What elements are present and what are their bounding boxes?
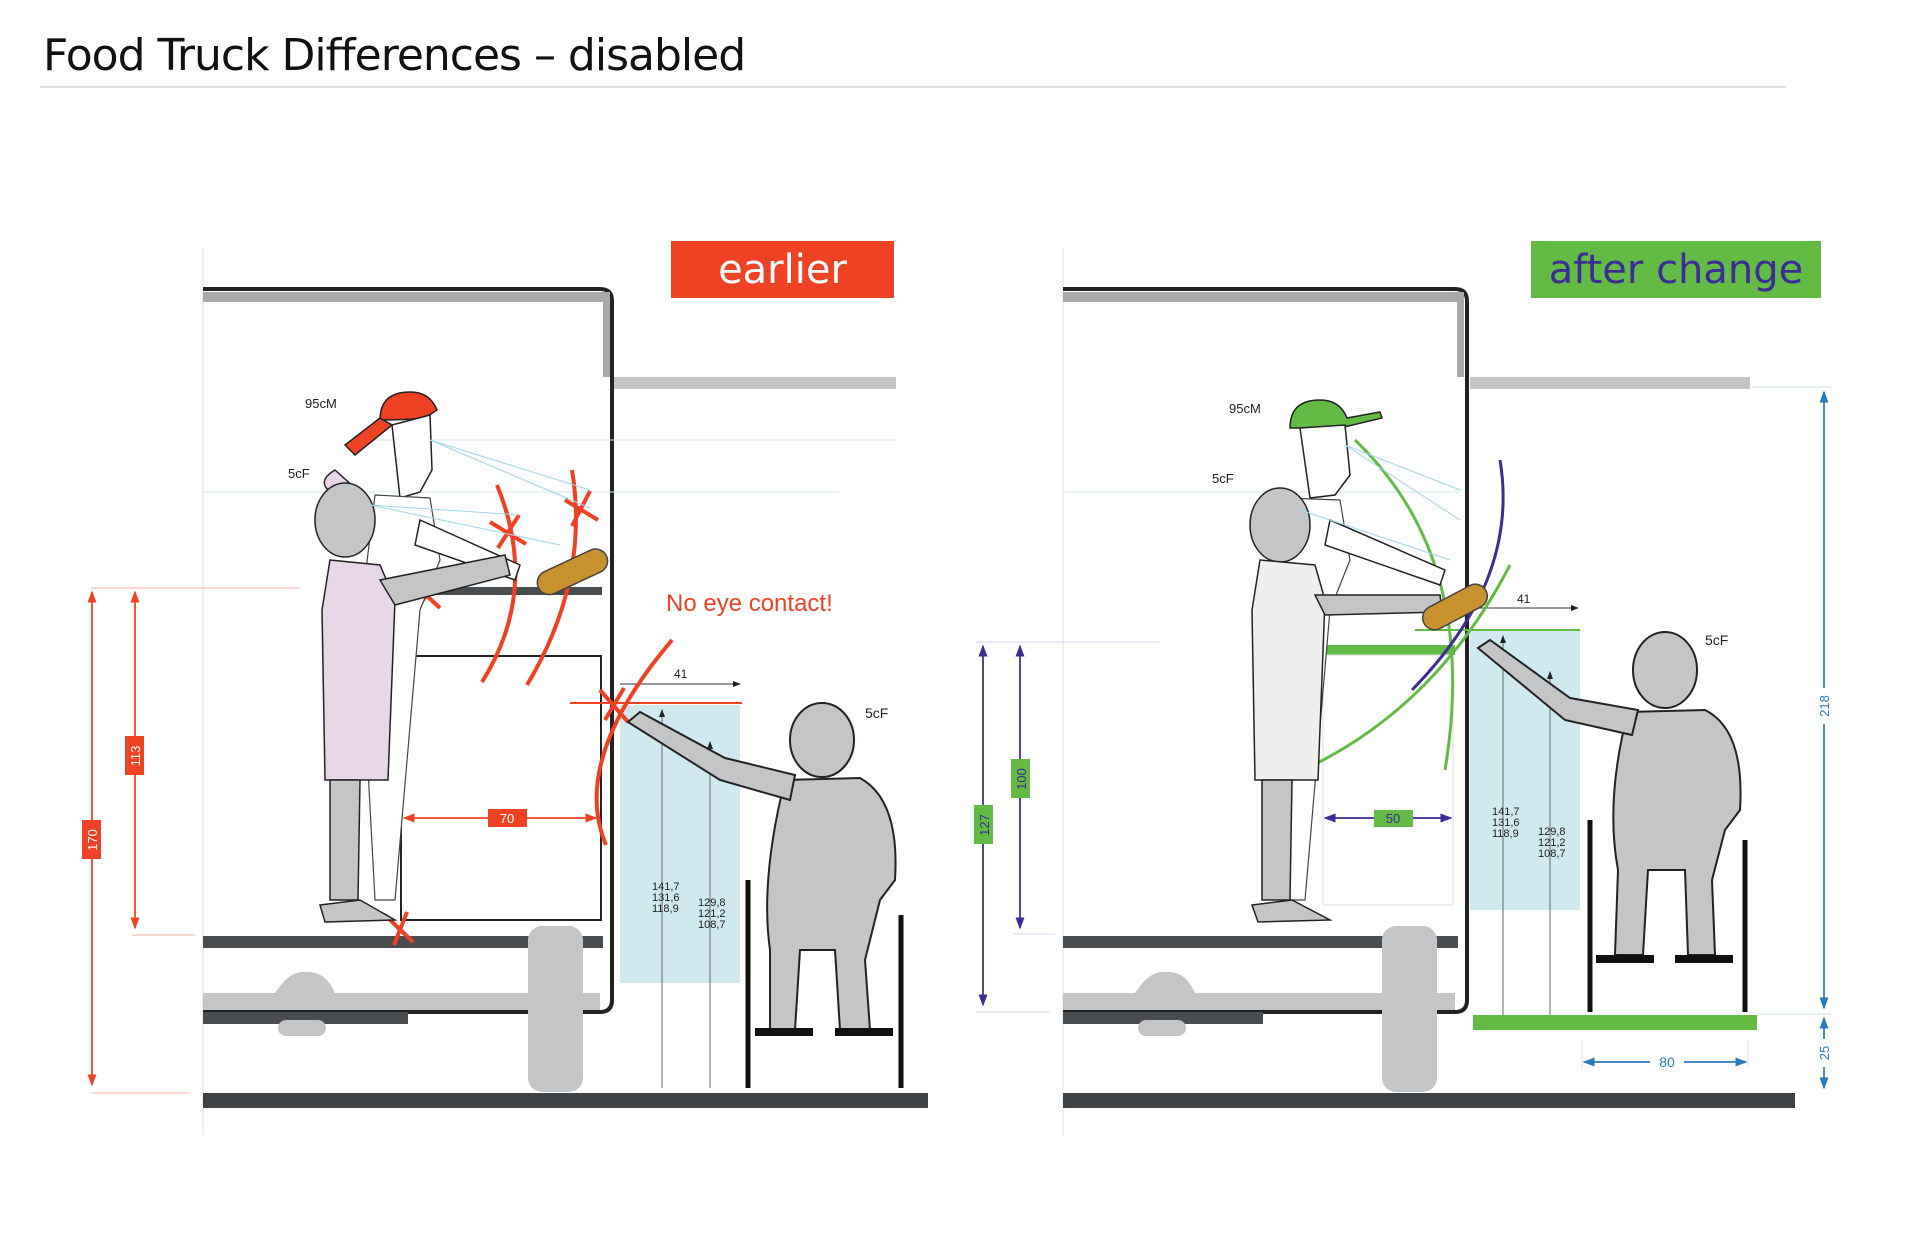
- svg-text:121,2: 121,2: [698, 908, 726, 920]
- title-divider: [40, 86, 1786, 88]
- dimension-170: 170: [82, 587, 300, 1094]
- svg-text:121,2: 121,2: [1538, 837, 1566, 849]
- dimension-25: 25: [1760, 1013, 1833, 1090]
- sight-lines-after: [1299, 444, 1461, 561]
- reach-offset-earlier: 41: [674, 667, 688, 681]
- after-panel: 41 141,7 131,6 118,9 129,8 121,2 108,7 1…: [974, 248, 1833, 1135]
- svg-text:80: 80: [1659, 1054, 1675, 1070]
- dimension-70: 70: [402, 809, 598, 827]
- svg-text:108,7: 108,7: [1538, 848, 1566, 860]
- svg-text:129,8: 129,8: [698, 897, 726, 909]
- svg-text:218: 218: [1817, 695, 1832, 717]
- earlier-panel: 41 141,7 131,6 118,9 129,8 121,2 108,7 1…: [82, 248, 928, 1135]
- svg-text:141,7: 141,7: [1492, 806, 1520, 818]
- truck-body-earlier: [203, 287, 928, 1108]
- wheelchair-user-earlier: [626, 702, 904, 1088]
- dimension-218: 218: [1752, 386, 1833, 1010]
- reach-values-b-after: 129,8 121,2 108,7: [1538, 826, 1566, 860]
- svg-text:70: 70: [500, 811, 514, 826]
- svg-text:131,6: 131,6: [652, 892, 680, 904]
- svg-text:118,9: 118,9: [1492, 828, 1519, 840]
- dimension-50: 50: [1323, 810, 1453, 827]
- figure-label-95cm: 95cM: [305, 396, 337, 411]
- no-eye-contact-warning: No eye contact!: [666, 590, 833, 617]
- svg-text:170: 170: [85, 829, 100, 851]
- reach-values-a-earlier: 141,7 131,6 118,9: [652, 881, 680, 915]
- figure-label-customer-earlier: 5cF: [865, 705, 888, 721]
- svg-text:50: 50: [1386, 811, 1400, 826]
- dimension-127: 127: [974, 641, 1160, 1013]
- worker-5cf-earlier: [314, 469, 511, 923]
- earlier-label: earlier: [671, 241, 894, 298]
- svg-text:25: 25: [1817, 1046, 1832, 1060]
- truck-body-after: [1063, 287, 1795, 1108]
- after-change-label: after change: [1531, 241, 1821, 298]
- reach-offset-after: 41: [1517, 592, 1531, 606]
- wheelchair-user-after: [1476, 631, 1748, 1012]
- svg-text:108,7: 108,7: [698, 919, 726, 931]
- figure-label-95cm-after: 95cM: [1229, 401, 1261, 416]
- figure-label-5cf-after: 5cF: [1212, 471, 1234, 486]
- sight-lines: [369, 439, 591, 546]
- dimension-113: 113: [125, 590, 195, 936]
- lowered-counter: [1323, 645, 1455, 655]
- worker-5cf-after: [1249, 487, 1443, 923]
- dimension-80: 80: [1581, 1040, 1749, 1071]
- svg-text:100: 100: [1014, 768, 1029, 790]
- svg-text:113: 113: [128, 746, 143, 767]
- svg-text:127: 127: [977, 814, 992, 836]
- svg-text:141,7: 141,7: [652, 881, 680, 893]
- page-title: Food Truck Differences – disabled: [43, 30, 746, 81]
- dimension-100: 100: [1011, 644, 1055, 935]
- baguette-icon: [1421, 583, 1489, 631]
- reach-values-b-earlier: 129,8 121,2 108,7: [698, 897, 726, 931]
- baguette-icon: [536, 548, 609, 596]
- svg-text:118,9: 118,9: [652, 903, 679, 915]
- reach-values-a-after: 141,7 131,6 118,9: [1492, 806, 1520, 840]
- svg-text:129,8: 129,8: [1538, 826, 1566, 838]
- raised-platform: [1473, 1015, 1757, 1030]
- figure-label-5cf: 5cF: [288, 466, 310, 481]
- svg-text:131,6: 131,6: [1492, 817, 1520, 829]
- figure-label-customer-after: 5cF: [1705, 632, 1728, 648]
